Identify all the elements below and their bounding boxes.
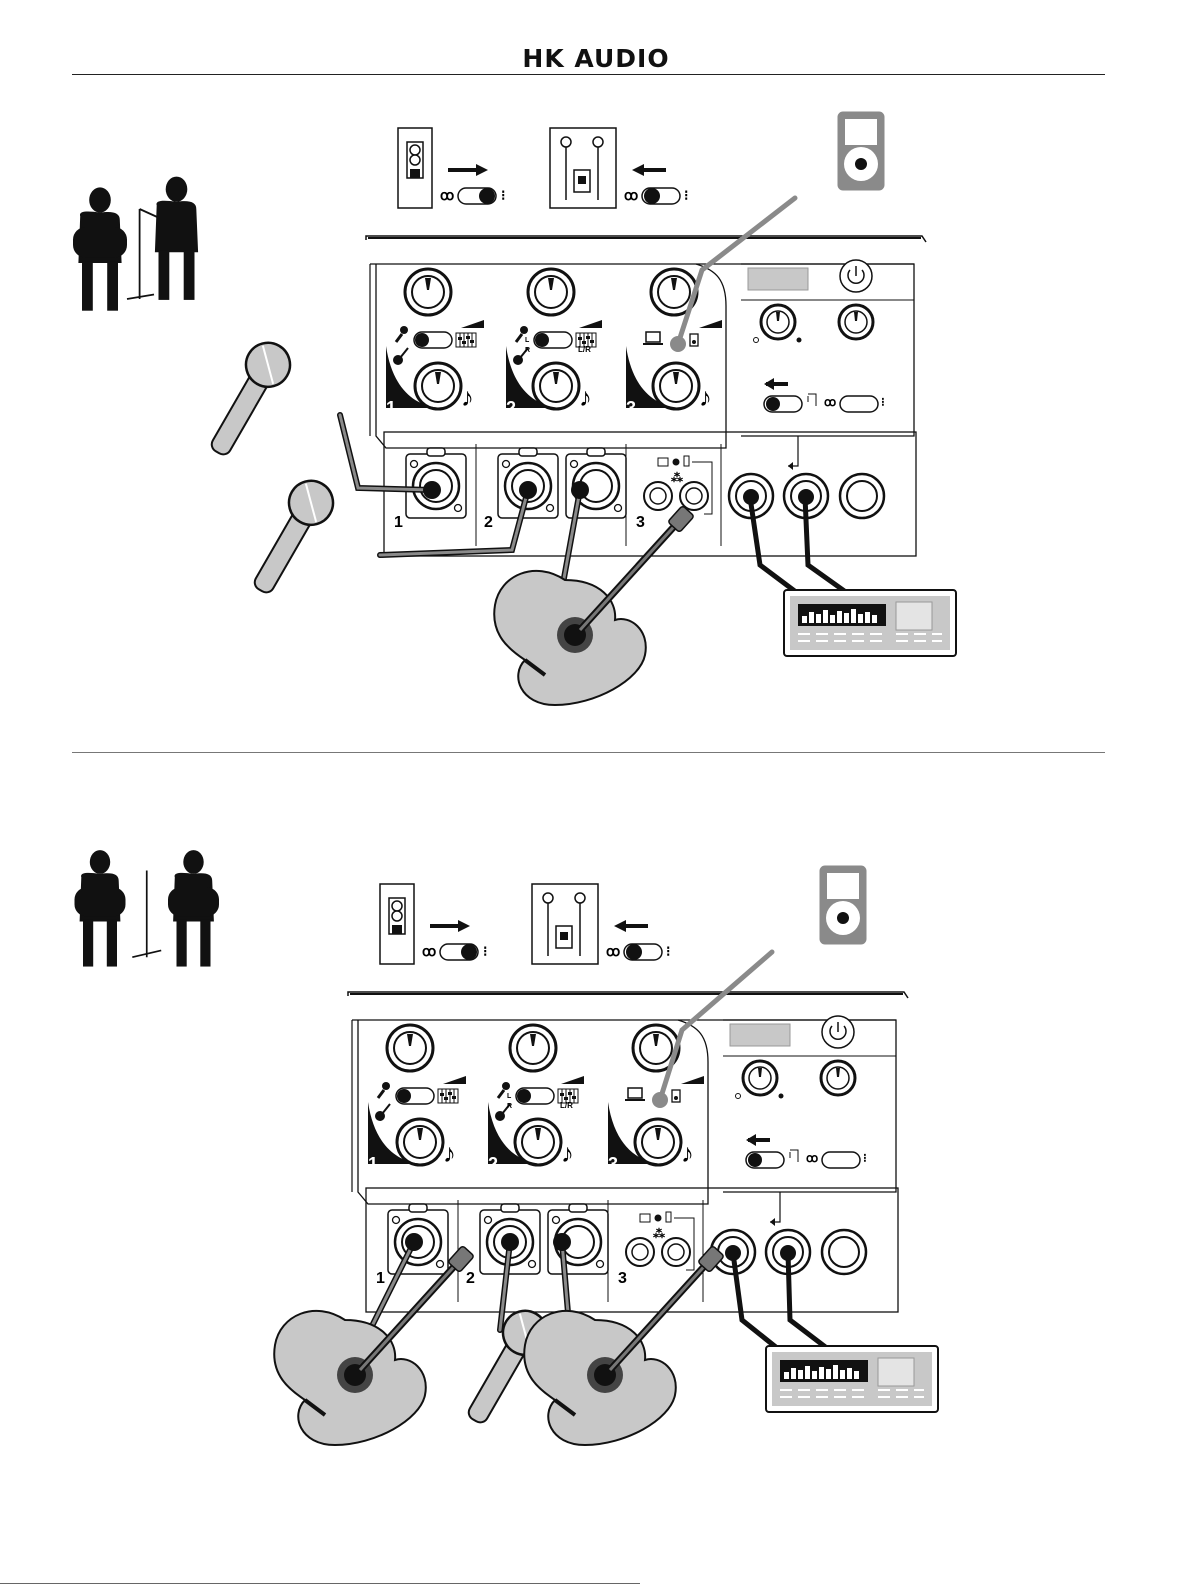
ch2-switch-l-b: L: [507, 1093, 512, 1100]
ch3-jack-number-a: 3: [636, 514, 645, 531]
ch2-number-a: 2: [506, 398, 516, 418]
ch1-jack-number-b: 1: [376, 1270, 385, 1287]
mixer-panel-b: [348, 992, 913, 1352]
ch2-lr-label-b: L/R: [560, 1101, 573, 1110]
mixer-panel-a: [366, 236, 931, 596]
ch2-jack-number-a: 2: [484, 514, 493, 531]
ch2-switch-l-a: L: [525, 337, 530, 344]
performers-silhouette-b: [75, 850, 220, 966]
ch1-number-b: 1: [368, 1154, 378, 1174]
ch1-jack-number-a: 1: [394, 514, 403, 531]
ch3-jack-number-b: 3: [618, 1270, 627, 1287]
ch3-number-a: 3: [626, 398, 636, 418]
ch2-switch-r-a: R: [525, 347, 530, 354]
input-switch-diagram-a: [398, 128, 688, 208]
ch2-jack-number-b: 2: [466, 1270, 475, 1287]
performers-silhouette-a: [73, 177, 198, 311]
microphone-2-a: [241, 473, 341, 602]
effects-processor-a: [784, 590, 956, 656]
microphone-1-a: [198, 335, 298, 464]
media-player-a: [838, 112, 884, 190]
ch1-number-a: 1: [386, 398, 396, 418]
ch2-switch-r-b: R: [507, 1103, 512, 1110]
ch2-number-b: 2: [488, 1154, 498, 1174]
ch2-lr-label-a: L/R: [578, 345, 591, 354]
diagram-b: 1 2 3 1 2 3 L/R L R: [75, 850, 939, 1445]
effects-processor-b: [766, 1346, 938, 1412]
ch3-number-b: 3: [608, 1154, 618, 1174]
media-player-b: [820, 866, 866, 944]
diagram-a: 1 2 3 1 2 3 L/R L R: [73, 112, 956, 705]
input-switch-diagram-b: [380, 884, 670, 964]
